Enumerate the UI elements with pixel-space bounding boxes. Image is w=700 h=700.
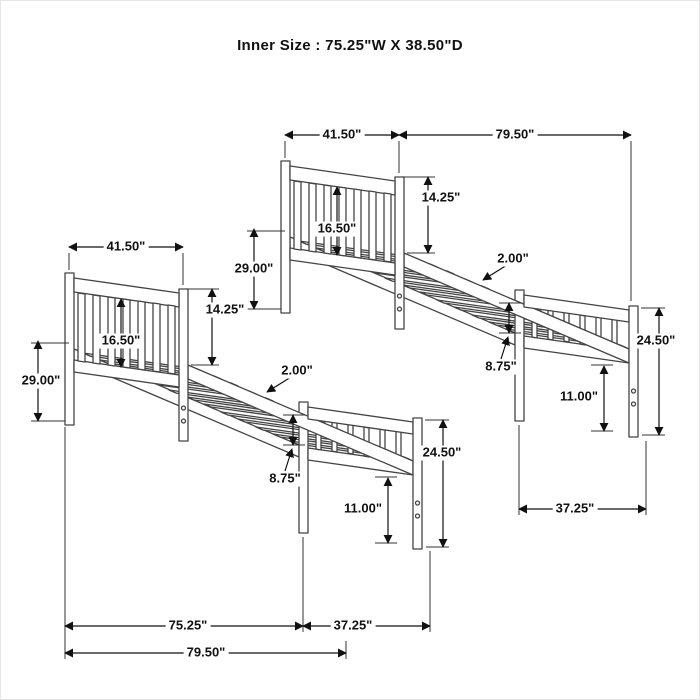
- dim-upper-headboard-height: 29.00": [231, 261, 277, 277]
- dim-upper-footboard-panel-height: 8.75": [482, 359, 520, 375]
- dim-upper-headboard-width: 41.50": [319, 127, 365, 143]
- dim-upper-footboard-width: 37.25": [552, 501, 598, 517]
- dim-lower-headboard-panel-height: 16.50": [98, 333, 144, 349]
- dim-upper-footboard-height: 24.50": [633, 333, 679, 349]
- dim-lower-footboard-height: 24.50": [419, 445, 465, 461]
- dim-lower-rail-height: 11.00": [341, 501, 385, 517]
- dim-lower-footboard-width: 37.25": [330, 618, 376, 634]
- dim-lower-inner-width: 75.25": [165, 618, 211, 634]
- dim-upper-headboard-panel-height: 16.50": [314, 221, 360, 237]
- inner-size-title: Inner Size : 75.25"W X 38.50"D: [237, 37, 463, 54]
- dim-lower-slat-thickness: 2.00": [278, 363, 316, 379]
- dim-upper-slat-thickness: 2.00": [494, 251, 532, 267]
- dim-lower-overall-length: 79.50": [183, 645, 229, 661]
- dim-upper-overall-length: 79.50": [492, 127, 538, 143]
- dim-lower-footboard-panel-height: 8.75": [266, 471, 304, 487]
- dim-lower-headboard-top-height: 14.25": [202, 302, 248, 318]
- dim-lower-headboard-height: 29.00": [18, 373, 64, 389]
- dim-lower-headboard-width: 41.50": [103, 239, 149, 255]
- dim-upper-rail-height: 11.00": [557, 389, 601, 405]
- dim-upper-headboard-top-height: 14.25": [418, 190, 464, 206]
